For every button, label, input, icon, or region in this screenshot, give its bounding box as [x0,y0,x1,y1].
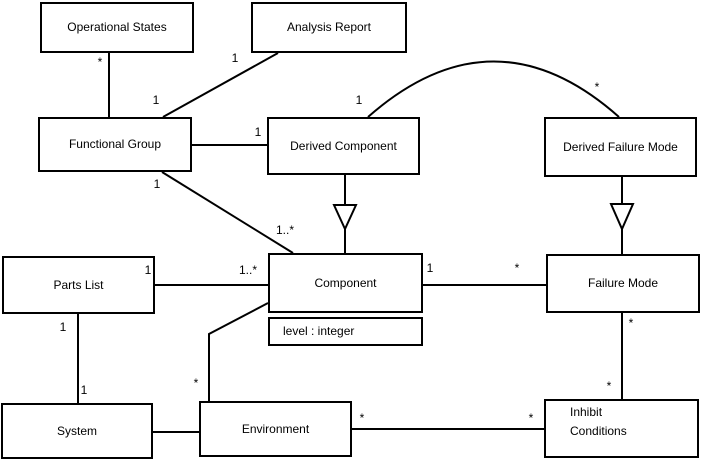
class-box-analysis-report[interactable]: Analysis Report [251,2,407,53]
multiplicity-label: * [193,376,199,390]
multiplicity-label: * [97,55,103,69]
multiplicity-label: * [514,261,520,275]
class-box-component-attributes[interactable]: level : integer [268,317,423,346]
multiplicity-label: * [628,316,634,330]
multiplicity-label: 1 [153,177,161,191]
multiplicity-label: * [359,411,365,425]
edge-component-environment [208,302,269,401]
multiplicity-label: 1 [80,383,88,397]
class-box-operational-states[interactable]: Operational States [40,2,194,53]
multiplicity-label: * [594,80,600,94]
edge-derived-component-derived-failure-mode [367,60,620,118]
multiplicity-label: 1 [152,93,160,107]
multiplicity-label: * [528,411,534,425]
class-box-failure-mode[interactable]: Failure Mode [546,254,700,313]
class-label-functional-group: Functional Group [68,137,162,151]
class-label-analysis-report: Analysis Report [286,20,372,34]
multiplicity-label: 1..* [238,263,258,277]
multiplicity-label: 1 [144,263,152,277]
class-box-derived-failure-mode[interactable]: Derived Failure Mode [544,117,697,177]
class-label-parts-list: Parts List [53,277,104,292]
class-label-derived-failure-mode: Derived Failure Mode [563,139,678,154]
generalization-arrow-icon [332,204,358,232]
class-box-derived-component[interactable]: Derived Component [267,117,420,175]
class-box-environment[interactable]: Environment [199,401,352,457]
class-label-component-attributes: level : integer [283,324,355,338]
class-box-parts-list[interactable]: Parts List [2,256,155,314]
multiplicity-label: 1 [231,51,239,65]
class-box-component[interactable]: Component [268,253,423,313]
multiplicity-label: 1 [426,261,434,275]
edge-functional-group-component [161,171,294,254]
class-box-functional-group[interactable]: Functional Group [38,117,192,172]
multiplicity-label: 1 [254,125,262,139]
class-label-system: System [56,423,97,438]
generalization-arrow-icon [609,203,635,232]
edge-functional-group-analysis-report [162,52,279,118]
class-label-environment: Environment [241,421,310,436]
class-box-system[interactable]: System [1,403,153,459]
multiplicity-label: * [606,379,612,393]
class-label-component: Component [314,275,377,290]
multiplicity-label: 1 [59,320,67,334]
class-label-derived-component: Derived Component [290,138,397,153]
multiplicity-label: 1..* [275,223,295,237]
class-label-operational-states: Operational States [67,20,167,34]
class-label-failure-mode: Failure Mode [587,276,659,290]
multiplicity-label: 1 [355,93,363,107]
